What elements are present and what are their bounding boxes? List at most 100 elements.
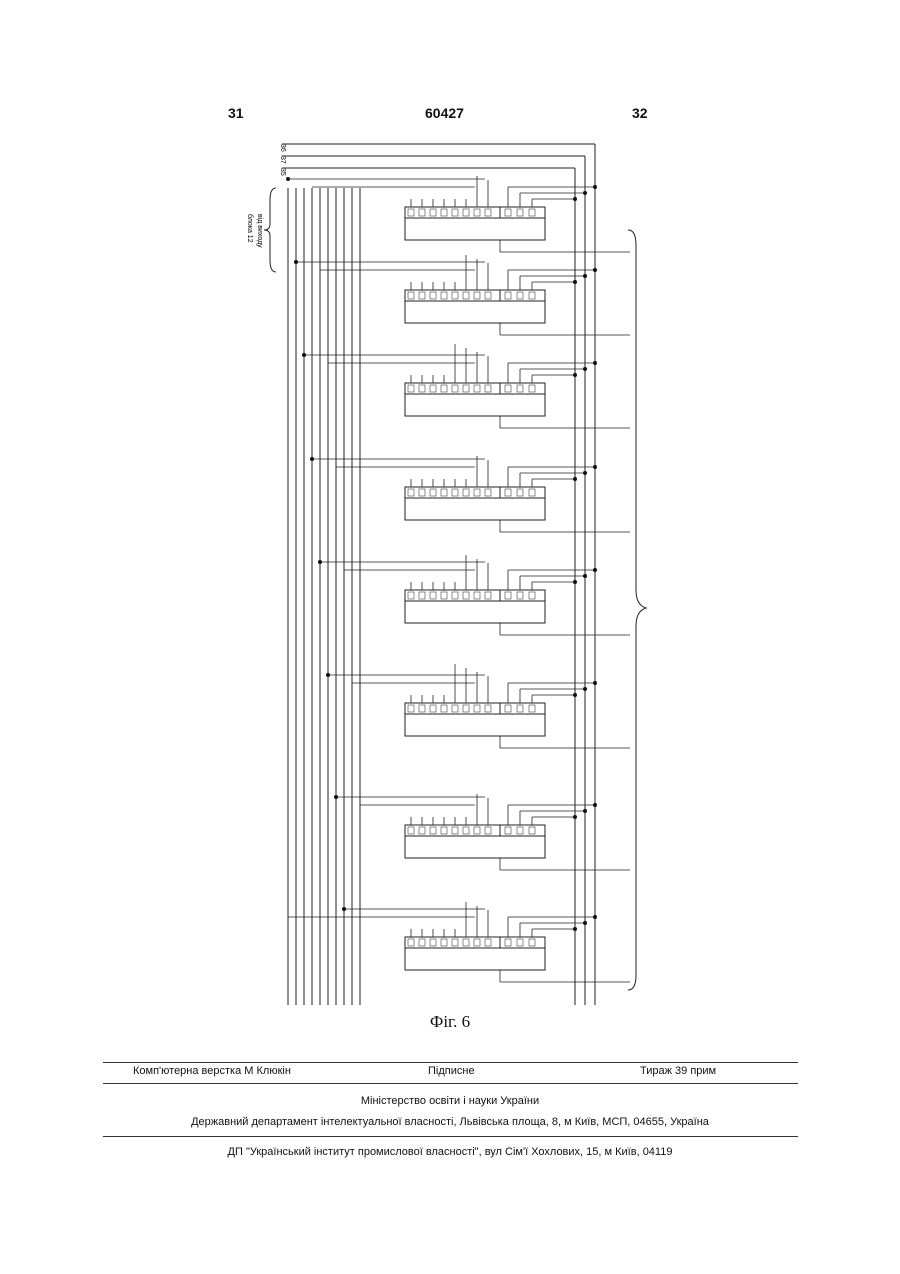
- register-block: [405, 383, 545, 416]
- address-pin: [517, 489, 523, 496]
- input-pin: [430, 489, 436, 496]
- input-pin: [408, 209, 414, 216]
- input-pin: [485, 209, 491, 216]
- address-pin: [505, 489, 511, 496]
- input-pin: [452, 592, 458, 599]
- input-pin: [474, 705, 480, 712]
- junction-dot: [583, 471, 587, 475]
- input-pin: [408, 292, 414, 299]
- junction-dot: [573, 477, 577, 481]
- junction-dot: [318, 560, 322, 564]
- address-pin: [529, 489, 535, 496]
- input-pin: [452, 939, 458, 946]
- junction-dot: [326, 673, 330, 677]
- input-pin: [474, 592, 480, 599]
- address-pin: [517, 209, 523, 216]
- input-pin: [463, 489, 469, 496]
- address-pin: [517, 385, 523, 392]
- address-pin: [505, 592, 511, 599]
- junction-dot: [573, 197, 577, 201]
- input-pin: [452, 209, 458, 216]
- input-pin: [408, 827, 414, 834]
- junction-dot: [302, 353, 306, 357]
- address-pin: [517, 292, 523, 299]
- input-pin: [485, 592, 491, 599]
- register-block: [405, 825, 545, 858]
- input-pin: [485, 292, 491, 299]
- page-number-left: 31: [228, 105, 244, 121]
- input-pin: [452, 705, 458, 712]
- address-pin: [505, 705, 511, 712]
- junction-dot: [583, 274, 587, 278]
- input-pin: [419, 827, 425, 834]
- junction-dot: [583, 921, 587, 925]
- input-pin: [441, 827, 447, 834]
- register-block: [405, 937, 545, 970]
- junction-dot: [294, 260, 298, 264]
- input-pin: [463, 385, 469, 392]
- input-pin: [441, 292, 447, 299]
- input-pin: [452, 385, 458, 392]
- junction-dot: [593, 681, 597, 685]
- address-pin: [529, 939, 535, 946]
- junction-dot: [583, 687, 587, 691]
- junction-dot: [573, 927, 577, 931]
- address-pin: [517, 939, 523, 946]
- register-block: [405, 703, 545, 736]
- input-pin: [463, 705, 469, 712]
- typesetting-credit: Комп'ютерна верстка М Клюкін: [133, 1065, 291, 1077]
- junction-dot: [593, 568, 597, 572]
- junction-dot: [583, 367, 587, 371]
- register-block: [405, 487, 545, 520]
- input-pin: [430, 209, 436, 216]
- junction-dot: [573, 580, 577, 584]
- input-pin: [419, 592, 425, 599]
- input-pin: [419, 209, 425, 216]
- input-pin: [463, 592, 469, 599]
- input-pin: [474, 827, 480, 834]
- input-pin: [452, 827, 458, 834]
- input-pin: [474, 385, 480, 392]
- figure-caption: Фіг. 6: [0, 1012, 900, 1032]
- input-pin: [430, 385, 436, 392]
- junction-dot: [593, 915, 597, 919]
- junction-dot: [593, 185, 597, 189]
- junction-dot: [593, 268, 597, 272]
- address-pin: [505, 209, 511, 216]
- input-pin: [419, 292, 425, 299]
- address-pin: [529, 209, 535, 216]
- junction-dot: [286, 177, 290, 181]
- input-pin: [430, 292, 436, 299]
- address-pin: [529, 705, 535, 712]
- input-pin: [408, 489, 414, 496]
- input-pin: [474, 939, 480, 946]
- input-pin: [419, 385, 425, 392]
- input-pin: [474, 489, 480, 496]
- input-pin: [441, 209, 447, 216]
- input-pin: [485, 705, 491, 712]
- output-brace: [628, 230, 646, 990]
- input-pin: [463, 292, 469, 299]
- signal-label-37: 37: [279, 156, 286, 164]
- input-pin: [452, 292, 458, 299]
- junction-dot: [342, 907, 346, 911]
- patent-number: 60427: [425, 105, 464, 121]
- input-pin: [408, 705, 414, 712]
- input-pin: [474, 292, 480, 299]
- junction-dot: [334, 795, 338, 799]
- junction-dot: [573, 815, 577, 819]
- input-pin: [430, 592, 436, 599]
- footer-rule-top: [103, 1062, 798, 1063]
- junction-dot: [583, 809, 587, 813]
- input-pin: [430, 705, 436, 712]
- input-pin: [463, 939, 469, 946]
- junction-dot: [573, 693, 577, 697]
- address-pin: [505, 385, 511, 392]
- input-pin: [419, 489, 425, 496]
- junction-dot: [573, 280, 577, 284]
- page-number-right: 32: [632, 105, 648, 121]
- input-pin: [408, 592, 414, 599]
- department-line: Державний департамент інтелектуальної вл…: [0, 1116, 900, 1128]
- bus-brace: [264, 188, 276, 272]
- address-pin: [517, 827, 523, 834]
